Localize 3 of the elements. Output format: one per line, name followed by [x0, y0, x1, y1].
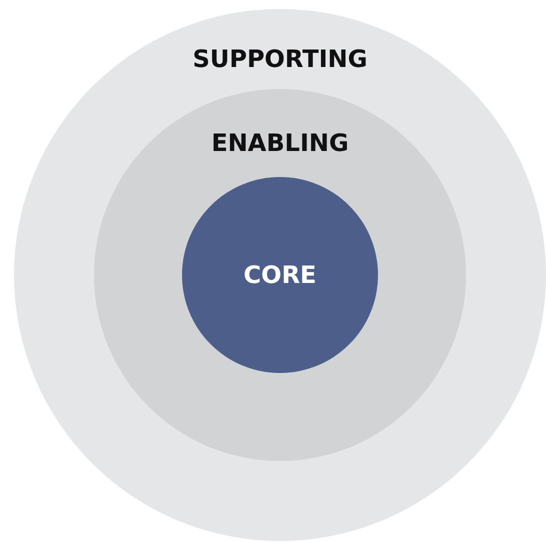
region-label: CORE — [244, 261, 316, 289]
region-label: SUPPORTING — [192, 45, 368, 73]
region-label: ENABLING — [211, 129, 349, 157]
